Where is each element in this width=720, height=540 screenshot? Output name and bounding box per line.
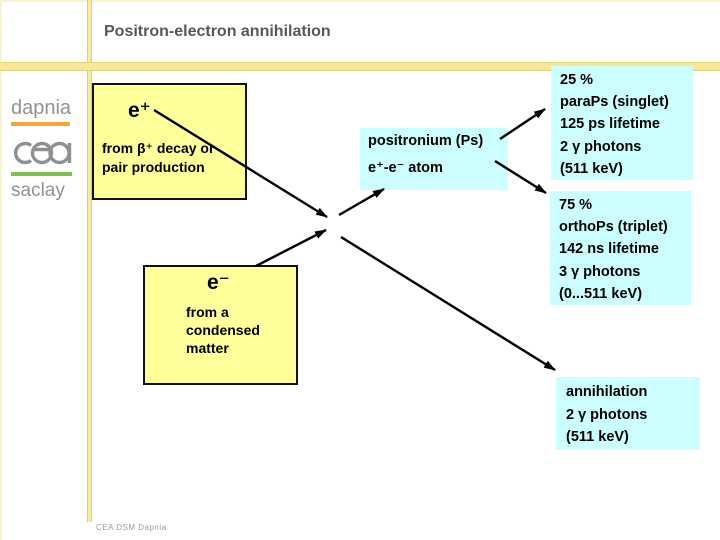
para-ps-line: 125 ps lifetime (560, 116, 660, 133)
positron-desc-line: pair production (102, 159, 205, 175)
electron-box: e⁻ from a condensed matter (143, 265, 298, 385)
electron-desc-line: from a (186, 304, 229, 320)
para-ps-line: paraPs (singlet) (560, 94, 669, 111)
ortho-ps-line: orthoPs (triplet) (559, 219, 668, 236)
annihilation-line: annihilation (566, 384, 648, 400)
annihilation-box: annihilation 2 γ photons (511 keV) (556, 377, 700, 450)
positronium-line: e⁺-e⁻ atom (368, 160, 443, 176)
electron-desc-line: matter (186, 340, 229, 356)
footer-credit: CEA DSM Dapnia (96, 523, 167, 532)
arrow-meeting-to-positronium (338, 187, 385, 217)
orange-rule (11, 122, 70, 126)
ortho-ps-line: 3 γ photons (559, 263, 641, 280)
arrow-meeting-to-annihilation (340, 235, 556, 372)
arrow-electron-to-meeting (255, 228, 327, 268)
green-rule (11, 172, 72, 176)
page-edge-left (0, 0, 2, 540)
saclay-logo-text: saclay (11, 180, 65, 201)
positron-symbol: e⁺ (128, 99, 151, 122)
dapnia-logo-text: dapnia (11, 97, 72, 119)
para-ps-line: (511 keV) (560, 160, 623, 177)
horizontal-divider (0, 62, 720, 71)
para-ps-line: 2 γ photons (560, 138, 642, 155)
positron-description: from β⁺ decay or pair production (102, 139, 245, 177)
slide-title: Positron-electron annihilation (104, 23, 331, 40)
ortho-ps-line: 75 % (559, 197, 593, 213)
positron-box: e⁺ from β⁺ decay or pair production (92, 83, 247, 200)
positronium-box: positronium (Ps) e⁺-e⁻ atom (360, 128, 508, 190)
electron-symbol: e⁻ (207, 271, 230, 294)
ortho-ps-box: 75 % orthoPs (triplet) 142 ns lifetime 3… (550, 191, 691, 305)
cea-logo-icon (14, 141, 72, 165)
annihilation-line: (511 keV) (566, 429, 629, 445)
positron-desc-line: from β⁺ decay or (102, 140, 215, 156)
electron-desc-line: condensed (186, 322, 260, 338)
ortho-ps-line: (0...511 keV) (559, 285, 643, 302)
electron-description: from a condensed matter (186, 303, 296, 357)
para-ps-box: 25 % paraPs (singlet) 125 ps lifetime 2 … (551, 66, 693, 180)
annihilation-line: 2 γ photons (566, 406, 648, 423)
para-ps-line: 25 % (560, 72, 594, 88)
ortho-ps-line: 142 ns lifetime (559, 241, 659, 258)
vertical-divider (87, 0, 92, 522)
positronium-line: positronium (Ps) (368, 133, 484, 149)
page-edge-top (0, 0, 720, 2)
